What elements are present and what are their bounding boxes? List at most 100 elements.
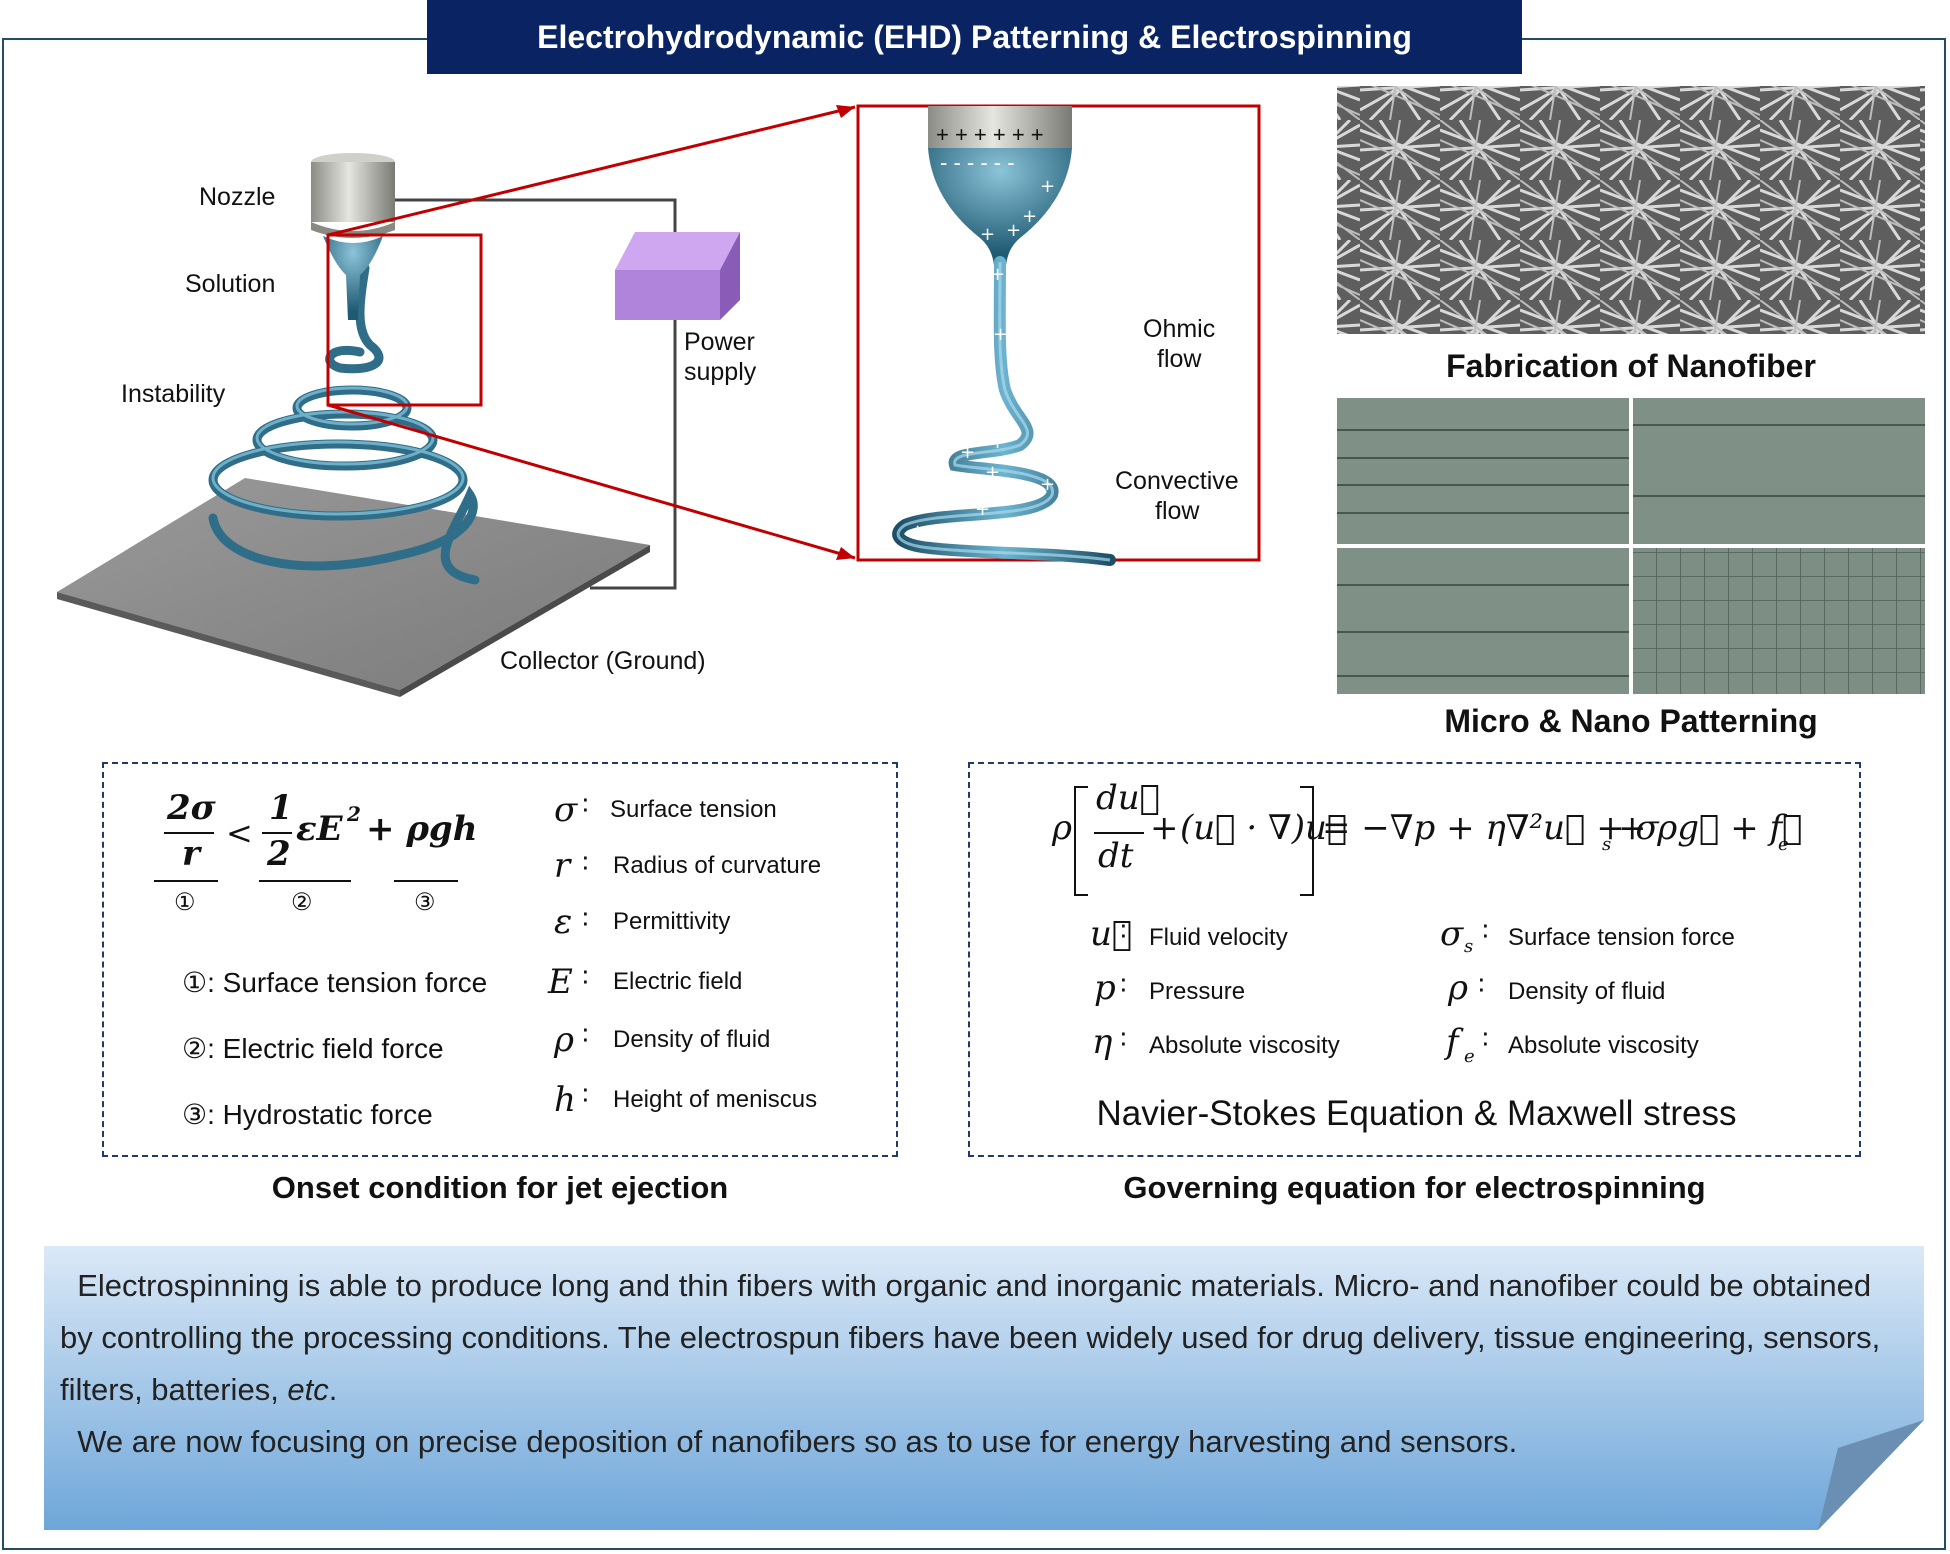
onset-term2-rest: εE: [296, 809, 343, 849]
svg-text:+: +: [1022, 206, 1037, 227]
gov-desc-eta: Absolute viscosity: [1149, 1032, 1340, 1059]
power-supply-box: [615, 232, 740, 320]
onset-term2-exp: 2: [347, 802, 361, 826]
gov-desc-p: Pressure: [1149, 978, 1246, 1005]
gov-rhs2-sub: e: [1778, 834, 1789, 855]
nanofiber-image: [1337, 86, 1925, 334]
label-ohmic-2: flow: [1157, 345, 1202, 373]
note-p1-end: .: [328, 1372, 338, 1407]
gov-desc-f: Absolute viscosity: [1508, 1032, 1699, 1059]
onset-legend-2: ②: Electric field force: [182, 1033, 444, 1064]
onset-sym-E: E: [548, 962, 573, 1002]
gov-sym-eta: η: [1092, 1022, 1113, 1062]
label-convective-2: flow: [1155, 497, 1200, 525]
note-p1: Electrospinning is able to produce long …: [60, 1268, 1889, 1407]
patterning-images: [1337, 398, 1925, 694]
gov-colon-4: ∶: [1482, 916, 1489, 946]
gov-rhs2: + ρg⃗ + f⃗: [1618, 808, 1803, 848]
note-paragraph-1: Electrospinning is able to produce long …: [60, 1260, 1910, 1416]
label-collector: Collector (Ground): [500, 647, 706, 675]
gov-frac-num: du⃗: [1096, 778, 1161, 818]
svg-text:+: +: [1050, 194, 1065, 215]
gov-conv: (u⃗ · ∇)u⃗: [1180, 808, 1348, 848]
onset-colon-6: ∶: [582, 1080, 589, 1110]
note-fold: [1818, 1420, 1924, 1530]
gov-sym-rho: ρ: [1448, 968, 1468, 1008]
onset-colon-1: ∶: [582, 790, 589, 820]
gov-desc-sigma: Surface tension force: [1508, 924, 1735, 951]
note-paragraph-2: We are now focusing on precise depositio…: [60, 1424, 1518, 1459]
onset-term2-den: 2: [267, 834, 291, 874]
onset-underline3: [394, 880, 458, 882]
gov-sym-sigma-sub: s: [1464, 936, 1474, 957]
onset-term2-bar: [262, 832, 292, 834]
page-title: Electrohydrodynamic (EHD) Patterning & E…: [427, 0, 1522, 74]
gov-rho: ρ: [1052, 808, 1072, 848]
gov-sym-u: u⃗: [1090, 914, 1133, 954]
svg-text:+: +: [975, 499, 990, 520]
collector-plate: [57, 478, 650, 697]
label-instability: Instability: [121, 380, 226, 408]
onset-colon-5: ∶: [582, 1020, 589, 1050]
onset-sym-rho: ρ: [554, 1020, 574, 1060]
onset-underline2: [259, 880, 351, 882]
onset-mark1: ①: [174, 889, 196, 916]
ground-wire: [590, 305, 677, 590]
label-solution: Solution: [185, 270, 276, 298]
note-background: [44, 1246, 1924, 1530]
governing-box: ρ du⃗ dt + (u⃗ · ∇)u⃗ = −∇p + η∇²u⃗ + σ …: [968, 762, 1861, 1157]
caption-patterning: Micro & Nano Patterning: [1444, 703, 1818, 739]
onset-mark3: ③: [414, 889, 436, 916]
gov-bracket-right: [1300, 786, 1314, 896]
gov-frac-bar: [1094, 832, 1144, 834]
gov-colon-1: ∶: [1120, 916, 1127, 946]
onset-colon-2: ∶: [582, 848, 589, 878]
svg-text:+: +: [1040, 176, 1055, 197]
gov-bracket-left: [1074, 786, 1088, 896]
gov-colon-3: ∶: [1120, 1024, 1127, 1054]
gov-plus: +: [1150, 808, 1179, 848]
onset-sym-sigma: σ: [554, 790, 578, 830]
label-supply: supply: [684, 358, 757, 386]
label-ohmic-1: Ohmic: [1143, 315, 1216, 343]
note-card: Electrospinning is able to produce long …: [44, 1246, 1924, 1530]
onset-term1-bar: [164, 832, 214, 834]
onset-desc-r: Radius of curvature: [613, 852, 822, 879]
svg-text:+: +: [1020, 399, 1035, 420]
note-text: Electrospinning is able to produce long …: [60, 1260, 1910, 1468]
onset-legend-3: ③: Hydrostatic force: [182, 1099, 433, 1130]
svg-text:+: +: [960, 442, 975, 463]
zoom-jet: +++ +++ +++ +++ +++: [892, 106, 1116, 566]
gov-subtitle: Navier-Stokes Equation & Maxwell stress: [1096, 1094, 1737, 1133]
onset-desc-E: Electric field: [613, 968, 743, 995]
onset-term2-num: 1: [269, 788, 293, 828]
onset-box: 2σ r < 1 2 εE 2 + ρgh ① ② ③ ①: Surface t…: [102, 762, 898, 1157]
svg-text:+: +: [985, 462, 1000, 483]
svg-text:+: +: [993, 324, 1008, 345]
onset-term1-num: 2σ: [167, 788, 216, 828]
svg-text:+: +: [980, 224, 995, 245]
gov-desc-u: Fluid velocity: [1149, 924, 1288, 951]
svg-text:+: +: [990, 264, 1005, 285]
onset-mark2: ②: [291, 889, 313, 916]
onset-term3: + ρgh: [366, 809, 478, 849]
onset-colon-3: ∶: [582, 904, 589, 934]
gov-rhs-sub: s: [1602, 834, 1612, 855]
caption-onset: Onset condition for jet ejection: [271, 1170, 729, 1205]
label-convective-1: Convective: [1115, 467, 1239, 495]
gov-desc-rho: Density of fluid: [1508, 978, 1666, 1005]
onset-desc-sigma: Surface tension: [610, 796, 777, 823]
onset-desc-rho: Density of fluid: [613, 1026, 771, 1053]
svg-text:+: +: [1006, 220, 1021, 241]
onset-sym-eps: ε: [554, 902, 573, 942]
onset-legend-1: ①: Surface tension force: [182, 967, 488, 998]
gov-sym-sigma: σ: [1440, 914, 1464, 954]
gov-sym-f: f: [1446, 1022, 1459, 1062]
svg-text:+: +: [1015, 384, 1030, 405]
zoom-minus-row: - - - - - -: [940, 150, 1015, 175]
gov-frac-den: dt: [1098, 836, 1134, 876]
gov-rhs: = −∇p + η∇²u⃗ + σ: [1322, 808, 1659, 848]
gov-sym-f-sub: e: [1464, 1046, 1475, 1067]
onset-colon-4: ∶: [582, 962, 589, 992]
svg-text:+: +: [1040, 474, 1055, 495]
